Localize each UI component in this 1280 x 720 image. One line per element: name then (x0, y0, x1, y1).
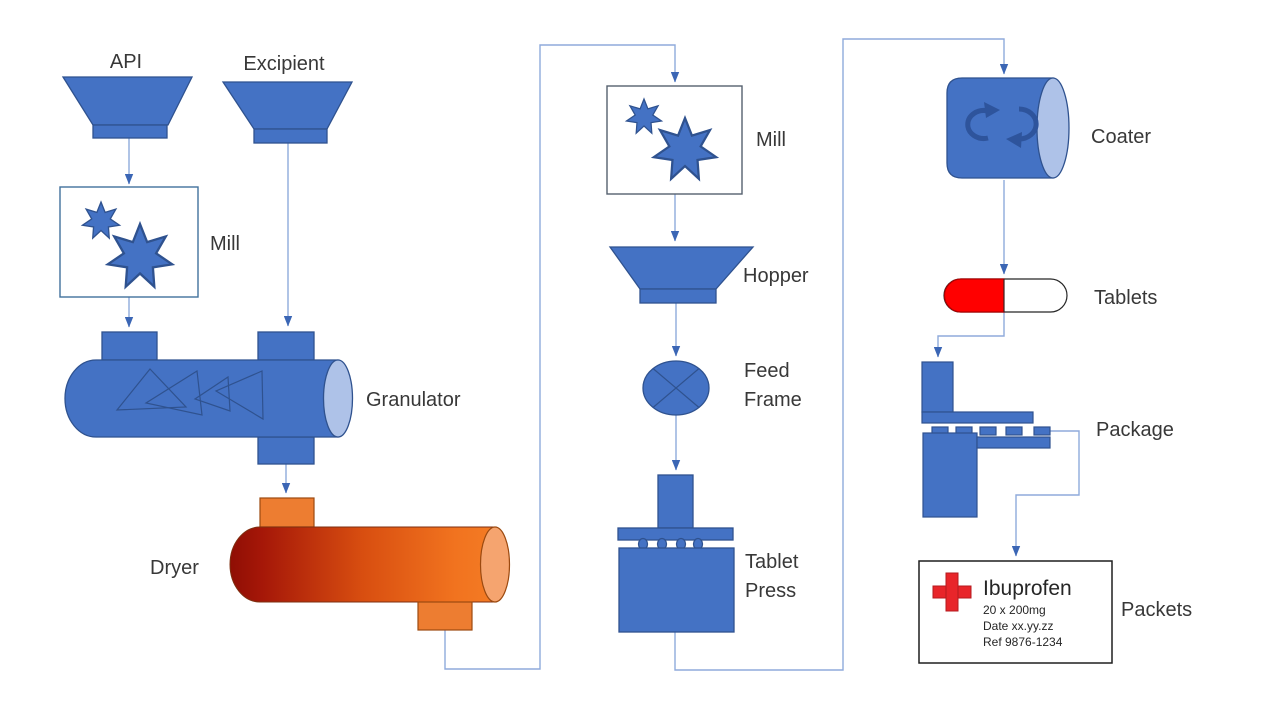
hopper-label: Hopper (743, 265, 809, 287)
packet-date: Date xx.yy.zz (983, 619, 1054, 633)
feed-frame-label: Feed Frame (744, 360, 802, 411)
api-hopper-shape (61, 76, 194, 139)
coater-label: Coater (1091, 126, 1152, 148)
connector-dryer-to-mill2 (444, 44, 680, 670)
mill-left-shape (59, 186, 199, 298)
packet-product-name: Ibuprofen (983, 577, 1072, 600)
package-label: Package (1096, 419, 1174, 441)
packets-label: Packets (1121, 599, 1193, 621)
mill-mid-shape (606, 85, 743, 195)
granulator-shape (64, 331, 354, 465)
rotation-arrows-icon (965, 106, 1039, 142)
tablets-label: Tablets (1094, 287, 1158, 309)
dryer-label: Dryer (150, 557, 199, 579)
tablet-press-label: Tablet Press (745, 551, 799, 602)
connector-press-to-coater (674, 38, 1009, 671)
connector-package-to-packets (1011, 430, 1080, 557)
connector-tablets-to-package (933, 312, 1005, 358)
connectors (124, 38, 1080, 671)
capsule-icon (943, 278, 1068, 313)
coater-shape (946, 77, 1070, 179)
package-machine-shape (921, 361, 1051, 518)
excipient-label: Excipient (243, 53, 325, 75)
packet-ref: Ref 9876-1234 (983, 635, 1063, 649)
api-label: API (109, 51, 143, 73)
tablet-press-shape (617, 474, 735, 633)
granulator-label: Granulator (366, 389, 461, 411)
excipient-hopper-shape (221, 81, 354, 144)
dryer-shape (229, 497, 511, 631)
mill-mid-label: Mill (756, 129, 786, 151)
granulator-blades-icon (115, 368, 264, 421)
hopper-shape (608, 246, 755, 304)
packet-box-shape (918, 560, 1113, 664)
mill-left-label: Mill (210, 233, 240, 255)
medical-cross-icon (932, 572, 972, 612)
rotation-arrowheads (984, 102, 1022, 148)
packet-quantity: 20 x 200mg (983, 603, 1046, 617)
feed-frame-shape (642, 360, 710, 416)
